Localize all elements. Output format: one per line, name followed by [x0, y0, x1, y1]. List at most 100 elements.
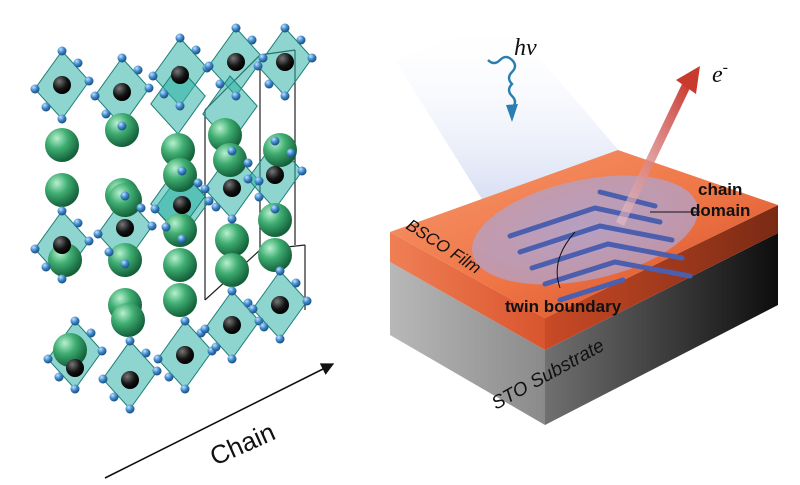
a-site-atom: [163, 248, 197, 282]
film-side-face: [545, 205, 778, 350]
oxygen-atom: [90, 91, 100, 101]
oxygen-atom: [120, 259, 130, 269]
oxygen-atom: [243, 158, 253, 168]
oxygen-atom: [125, 404, 135, 414]
chain-domain-label-line1: chain: [698, 180, 742, 199]
oxygen-atom: [84, 76, 94, 86]
oxygen-atom: [297, 166, 307, 176]
oxygen-atom: [247, 35, 257, 45]
a-site-atom: [258, 203, 292, 237]
b-site-atom: [66, 359, 84, 377]
oxygen-atom: [104, 247, 114, 257]
b-site-atom: [227, 53, 245, 71]
oxygen-atom: [153, 354, 163, 364]
oxygen-atom: [286, 148, 296, 158]
oxygen-atom: [231, 91, 241, 101]
oxygen-atom: [57, 206, 67, 216]
electron: e-: [616, 59, 728, 226]
oxygen-atom: [93, 229, 103, 239]
b-site-atom: [171, 66, 189, 84]
electron-beam: [616, 84, 690, 226]
oxygen-atom: [280, 91, 290, 101]
a-site-atom: [45, 173, 79, 207]
oxygen-atom: [191, 45, 201, 55]
oxygen-atom: [204, 196, 214, 206]
photon: hν: [487, 35, 537, 122]
oxygen-atom: [253, 61, 263, 71]
film-diagram: STO Substrate BSCO Film hν: [390, 18, 778, 425]
oxygen-atom: [164, 372, 174, 382]
oxygen-atom: [117, 121, 127, 131]
oxygen-atom: [30, 244, 40, 254]
oxygen-atom: [264, 79, 274, 89]
oxygen-atom: [101, 109, 111, 119]
oxygen-atom: [231, 23, 241, 33]
oxygen-atom: [70, 316, 80, 326]
oxygen-atom: [133, 65, 143, 75]
oxygen-atom: [243, 174, 253, 184]
oxygen-atom: [144, 83, 154, 93]
b-site-atom: [271, 296, 289, 314]
wavy-arrow-icon: [487, 55, 517, 109]
oxygen-atom: [215, 79, 225, 89]
oxygen-atom: [291, 278, 301, 288]
b-site-atom: [223, 179, 241, 197]
oxygen-atom: [275, 266, 285, 276]
oxygen-atom: [258, 53, 268, 63]
b-site-atom: [53, 76, 71, 94]
oxygen-atom: [204, 61, 214, 71]
oxygen-atom: [57, 46, 67, 56]
b-site-atom: [266, 166, 284, 184]
straight-arrow-icon: [676, 66, 700, 94]
b-site-atom: [113, 83, 131, 101]
a-site-atom: [213, 143, 247, 177]
oxygen-atom: [302, 296, 312, 306]
oxygen-atom: [148, 71, 158, 81]
twin-boundary-annotation: twin boundary: [505, 231, 622, 316]
oxygen-atom: [275, 334, 285, 344]
chain-domain-label-line2: domain: [690, 201, 750, 220]
oxygen-atom: [73, 218, 83, 228]
a-site-atom: [53, 333, 87, 367]
b-site-atom: [276, 53, 294, 71]
oxygen-atom: [280, 23, 290, 33]
oxygen-atom: [117, 53, 127, 63]
b-site-atom: [176, 346, 194, 364]
substrate-front-face: [390, 262, 545, 425]
oxygen-atom: [243, 298, 253, 308]
oxygen-atom: [86, 328, 96, 338]
oxygen-atom: [270, 136, 280, 146]
chain-label: Chain: [205, 416, 279, 471]
oxygen-atom: [54, 372, 64, 382]
oxygen-atom: [211, 342, 221, 352]
oxygen-atom: [147, 221, 157, 231]
oxygen-atom: [177, 166, 187, 176]
substrate-side-face: [545, 233, 778, 425]
oxygen-atom: [200, 324, 210, 334]
b-site-atom: [116, 219, 134, 237]
oxygen-atom: [175, 33, 185, 43]
oxygen-atom: [200, 184, 210, 194]
a-site-atom: [215, 223, 249, 257]
oxygen-atom: [296, 35, 306, 45]
oxygen-atom: [152, 366, 162, 376]
electron-label: e-: [712, 59, 728, 88]
oxygen-atom: [141, 348, 151, 358]
oxygen-atom: [254, 192, 264, 202]
oxygen-atom: [227, 286, 237, 296]
oxygen-atom: [109, 392, 119, 402]
photon-arrowhead: [506, 104, 518, 122]
oxygen-atom: [57, 114, 67, 124]
oxygen-atom: [57, 274, 67, 284]
b-site-atom: [53, 236, 71, 254]
domain-stripes: [507, 189, 693, 303]
oxygen-atom: [161, 222, 171, 232]
oxygen-atom: [177, 234, 187, 244]
oxygen-atom: [159, 89, 169, 99]
oxygen-atom: [270, 204, 280, 214]
oxygen-atom: [180, 384, 190, 394]
photon-label: hν: [514, 35, 537, 61]
crystal-lattice: [30, 23, 317, 414]
b-site-atom: [223, 316, 241, 334]
